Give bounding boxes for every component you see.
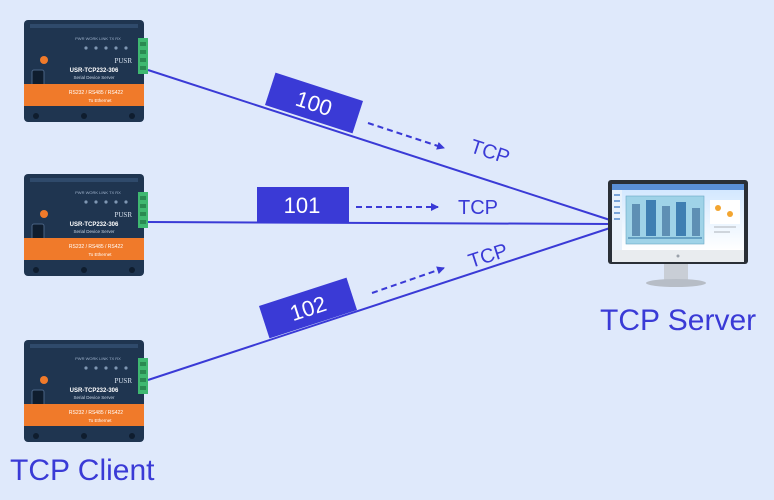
device-band-text: To Ethernet <box>88 252 112 257</box>
packet-arrow-1 <box>367 122 445 150</box>
packet-100: 100 <box>264 72 364 134</box>
serial-device-server-2: PWR WORK LINK TX RX PUSR USR-TCP232-306 … <box>24 174 148 276</box>
device-band-text: To Ethernet <box>88 98 112 103</box>
server-monitor <box>608 180 748 287</box>
device-subtitle: Serial Device Server <box>73 229 115 234</box>
serial-device-server-3: PWR WORK LINK TX RX PUSR USR-TCP232-306 … <box>24 340 148 442</box>
connection-line-1 <box>147 69 611 221</box>
device-band-text: To Ethernet <box>88 418 112 423</box>
connection-line-3 <box>147 227 611 381</box>
device-model: USR-TCP232-306 <box>70 388 119 394</box>
packet-101: 101 <box>257 187 349 223</box>
device-ports: RS232 / RS485 / RS422 <box>69 410 123 416</box>
device-ports: RS232 / RS485 / RS422 <box>69 90 123 96</box>
connection-line-2 <box>147 221 611 225</box>
device-brand: PUSR <box>114 57 132 65</box>
packet-label: 101 <box>284 193 321 218</box>
server-caption: TCP Server <box>600 304 757 337</box>
protocol-label: TCP <box>467 136 512 169</box>
device-brand: PUSR <box>114 211 132 219</box>
serial-device-server-1: PWR WORK LINK TX RX PUSR USR-TCP232-306 … <box>24 20 148 122</box>
device-subtitle: Serial Device Server <box>73 75 115 80</box>
device-model: USR-TCP232-306 <box>70 68 119 74</box>
packet-arrow-3 <box>371 266 445 294</box>
device-leds: PWR WORK LINK TX RX <box>75 356 121 361</box>
device-ports: RS232 / RS485 / RS422 <box>69 244 123 250</box>
protocol-label: TCP <box>458 197 498 219</box>
device-brand: PUSR <box>114 377 132 385</box>
device-leds: PWR WORK LINK TX RX <box>75 36 121 41</box>
device-model: USR-TCP232-306 <box>70 222 119 228</box>
device-subtitle: Serial Device Server <box>73 395 115 400</box>
packet-102: 102 <box>258 277 358 339</box>
client-caption: TCP Client <box>10 454 155 487</box>
scada-screen <box>612 184 744 250</box>
device-leds: PWR WORK LINK TX RX <box>75 190 121 195</box>
